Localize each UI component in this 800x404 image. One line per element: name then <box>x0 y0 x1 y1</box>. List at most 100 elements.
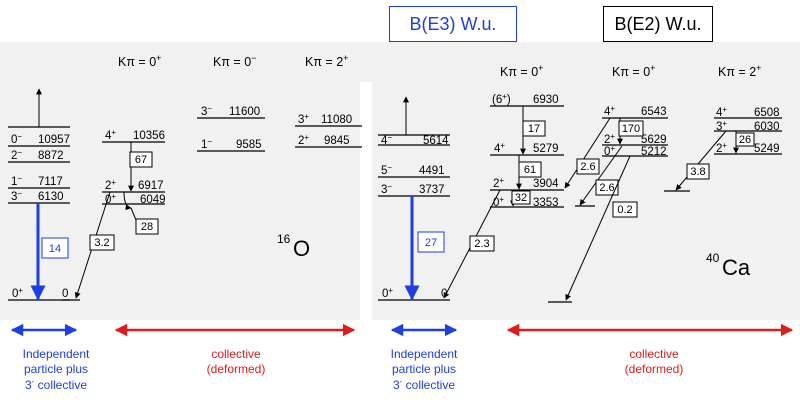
level-energy: 10356 <box>133 130 165 142</box>
level-energy: 11600 <box>229 106 260 118</box>
ca40-scheme-panel <box>372 82 800 320</box>
be3-value-o16: 14 <box>49 243 61 255</box>
ground-state-label: 0+ <box>12 286 23 300</box>
o16-band-0minus: 3− 11600 1− 9585 <box>197 104 265 152</box>
svg-text:Independent: Independent <box>23 347 90 361</box>
level-label: 2+ <box>105 178 116 192</box>
level-label: 4+ <box>604 104 615 118</box>
level-label: 0+ <box>604 144 615 158</box>
be2-value: 2.6 <box>580 161 595 173</box>
o16-single-particle-column: 0− 10957 2− 8872 1− 7117 3− 6130 0+ 14 <box>8 88 70 301</box>
level-energy: 6930 <box>533 94 559 106</box>
independent-label-ca40: Independent particle plus 3- collective <box>391 347 458 392</box>
level-energy: 5249 <box>754 143 780 155</box>
be2-value: 3.2 <box>94 237 109 249</box>
be2-value: 170 <box>622 123 640 135</box>
svg-text:3- collective: 3- collective <box>393 377 455 392</box>
collective-label-ca40: collective (deformed) <box>625 347 684 376</box>
level-energy: 5614 <box>423 135 449 147</box>
level-energy: 3904 <box>533 178 559 190</box>
kpi-ca40-band3: Kπ = 2+ <box>718 63 761 79</box>
level-label: 5− <box>381 163 392 177</box>
level-label: 3− <box>381 182 392 196</box>
level-energy: 7117 <box>38 176 63 188</box>
svg-text:(deformed): (deformed) <box>207 362 266 376</box>
level-label: 3− <box>201 104 212 118</box>
level-label: 2+ <box>298 133 309 147</box>
be2-value: 17 <box>528 123 540 135</box>
level-energy: 5212 <box>641 146 667 158</box>
ca40-band-1: (6+) 6930 4+ 5279 2+ 3904 0+ 3353 17 61 … <box>443 92 564 299</box>
be2-value: 26 <box>739 134 751 146</box>
svg-text:collective: collective <box>211 347 261 361</box>
level-energy: 11080 <box>321 114 352 126</box>
kpi-o16-band0p: Kπ = 0+ <box>118 53 161 69</box>
level-label: 2− <box>11 148 22 162</box>
level-energy: 5629 <box>641 134 667 146</box>
kpi-ca40-band1: Kπ = 0+ <box>500 63 543 79</box>
level-label: 4+ <box>105 128 116 142</box>
level-energy: 3737 <box>419 184 445 196</box>
level-energy: 9845 <box>324 135 350 147</box>
collective-label-o16: collective (deformed) <box>207 347 266 376</box>
svg-text:Independent: Independent <box>391 347 458 361</box>
level-energy: 6508 <box>754 107 780 119</box>
kpi-o16-band0m: Kπ = 0− <box>213 53 256 69</box>
level-energy: 6030 <box>754 121 780 133</box>
ground-state-label: 0+ <box>382 286 393 300</box>
o16-scheme-panel <box>0 82 360 320</box>
level-label: 0+ <box>105 192 116 206</box>
header-band <box>0 42 800 82</box>
level-label: 3+ <box>298 112 309 126</box>
be2-title-box: B(E2) W.u. <box>603 6 713 42</box>
be2-value: 2.6 <box>599 182 614 194</box>
level-label: 1− <box>201 137 212 151</box>
be2-value: 28 <box>141 221 153 233</box>
ground-state-energy: 0 <box>62 288 68 300</box>
level-label: 2+ <box>716 141 727 155</box>
level-label: 0+ <box>493 195 504 209</box>
level-energy: 6049 <box>140 194 166 206</box>
be3-value-ca40: 27 <box>425 237 437 249</box>
level-energy: 10957 <box>38 134 70 146</box>
be2-value: 67 <box>135 154 147 166</box>
ca40-single-particle-column: 4− 5614 5− 4491 3− 3737 0+ 0 27 <box>378 96 450 301</box>
level-label: 4+ <box>716 105 727 119</box>
level-energy: 6917 <box>138 180 164 192</box>
ca40-band-3: 4+ 6508 3+ 6030 2+ 5249 26 3.8 <box>664 105 782 192</box>
o16-band-2plus: 3+ 11080 2+ 9845 <box>295 112 362 148</box>
o16-band-0plus: 4+ 10356 2+ 6917 0+ 6049 0 67 28 3.2 <box>62 128 166 301</box>
ca40-band-2: 4+ 6543 2+ 5629 0+ 5212 170 2.6 2.6 0.2 <box>548 104 668 303</box>
level-label: 1− <box>11 174 22 188</box>
level-label: (6+) <box>492 92 511 106</box>
level-energy: 6130 <box>38 191 64 203</box>
be2-value: 32 <box>515 192 527 204</box>
be3-title-box: B(E3) W.u. <box>389 6 517 42</box>
svg-text:particle plus: particle plus <box>392 362 456 376</box>
be2-value: 0.2 <box>617 204 632 216</box>
level-label: 2+ <box>604 132 615 146</box>
kpi-o16-band2p: Kπ = 2+ <box>305 53 348 69</box>
level-label: 4+ <box>494 141 505 155</box>
level-energy: 4491 <box>419 165 445 177</box>
svg-text:particle plus: particle plus <box>24 362 88 376</box>
level-label: 3+ <box>716 119 727 133</box>
kpi-ca40-band2: Kπ = 0+ <box>612 63 655 79</box>
independent-label-o16: Independent particle plus 3- collective <box>23 347 90 392</box>
level-energy: 6543 <box>641 106 667 118</box>
level-energy: 9585 <box>236 139 262 151</box>
level-label: 0− <box>11 132 22 146</box>
be2-value: 61 <box>524 164 536 176</box>
svg-text:3- collective: 3- collective <box>25 377 87 392</box>
be2-value: 2.3 <box>474 238 489 250</box>
level-energy: 8872 <box>38 150 64 162</box>
level-label: 3− <box>11 189 22 203</box>
level-energy: 3353 <box>533 197 559 209</box>
level-label: 4− <box>381 133 392 147</box>
be2-value: 3.8 <box>690 166 705 178</box>
svg-text:collective: collective <box>629 347 679 361</box>
level-energy: 5279 <box>533 143 559 155</box>
